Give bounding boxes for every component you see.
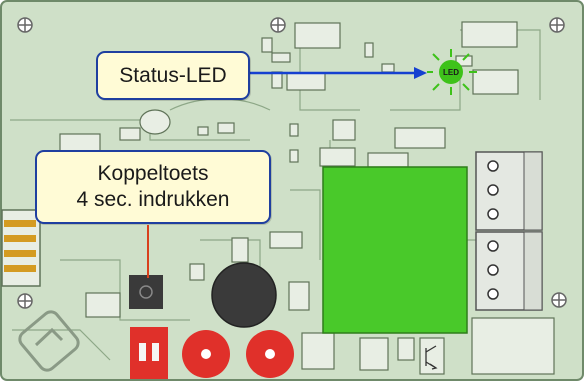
potentiometer-1 <box>182 330 230 378</box>
antenna-logo <box>18 310 80 372</box>
smd-components <box>59 21 555 375</box>
led-rays <box>427 49 477 95</box>
led-label: LED <box>443 68 459 77</box>
buzzer <box>211 262 277 328</box>
koppeltoets-callout: Koppeltoets 4 sec. indrukken <box>35 150 271 224</box>
status-led-callout: Status-LED <box>96 51 250 100</box>
crystal-component <box>139 109 171 135</box>
koppeltoets-callout-line2: 4 sec. indrukken <box>76 188 230 211</box>
mounting-holes <box>17 17 567 309</box>
status-led-callout-text: Status-LED <box>119 64 227 87</box>
status-arrow-head <box>414 67 427 79</box>
potentiometer-2 <box>246 330 294 378</box>
terminal-block-top <box>475 151 543 231</box>
usb-connector <box>1 209 41 287</box>
terminal-block-bottom <box>475 231 543 311</box>
transistor-symbol <box>425 345 438 370</box>
status-led-indicator: LED <box>247 49 477 95</box>
led-glow <box>439 60 463 84</box>
koppeltoets-button <box>129 275 163 309</box>
dip-switch <box>130 327 168 379</box>
relay-block <box>322 166 468 334</box>
koppeltoets-callout-line1: Koppeltoets <box>97 162 209 185</box>
